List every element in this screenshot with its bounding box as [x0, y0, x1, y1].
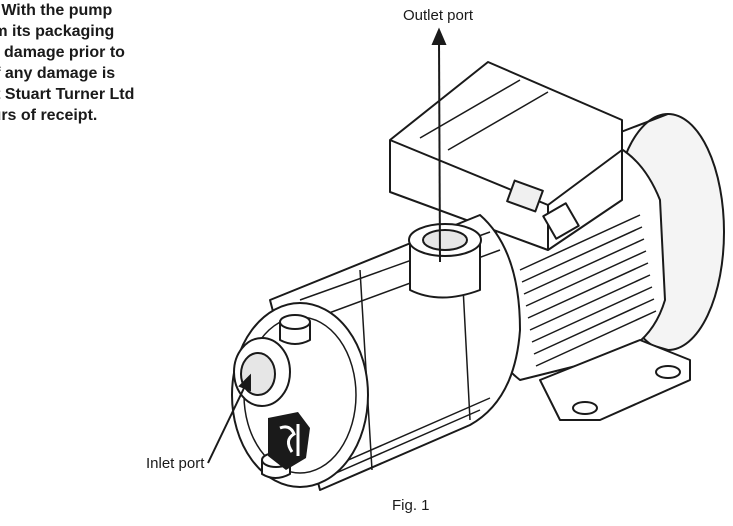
- inlet-port-label: Inlet port: [146, 455, 205, 472]
- notice-line: from its packaging: [0, 23, 115, 40]
- priming-plug: [279, 314, 311, 345]
- inlet-port: [233, 337, 291, 407]
- figure-caption: Fig. 1: [392, 497, 430, 514]
- notice-line: NT: With the pump: [0, 2, 113, 19]
- outlet-port: [408, 223, 482, 299]
- outlet-port-label: Outlet port: [403, 7, 474, 24]
- motor-foot: [539, 339, 691, 421]
- damage-notice: NT: With the pump from its packaging any…: [0, 0, 237, 126]
- notice-line: hours of receipt.: [0, 107, 98, 124]
- notice-line: any damage prior to: [0, 44, 125, 61]
- outlet-leader-arrow: [431, 27, 447, 263]
- notice-line: n. If any damage is: [0, 65, 116, 82]
- terminal-box: [389, 61, 623, 251]
- brand-logo: [268, 412, 310, 470]
- notice-line: tact Stuart Turner Ltd: [0, 86, 135, 103]
- inlet-leader-arrow: [207, 373, 251, 464]
